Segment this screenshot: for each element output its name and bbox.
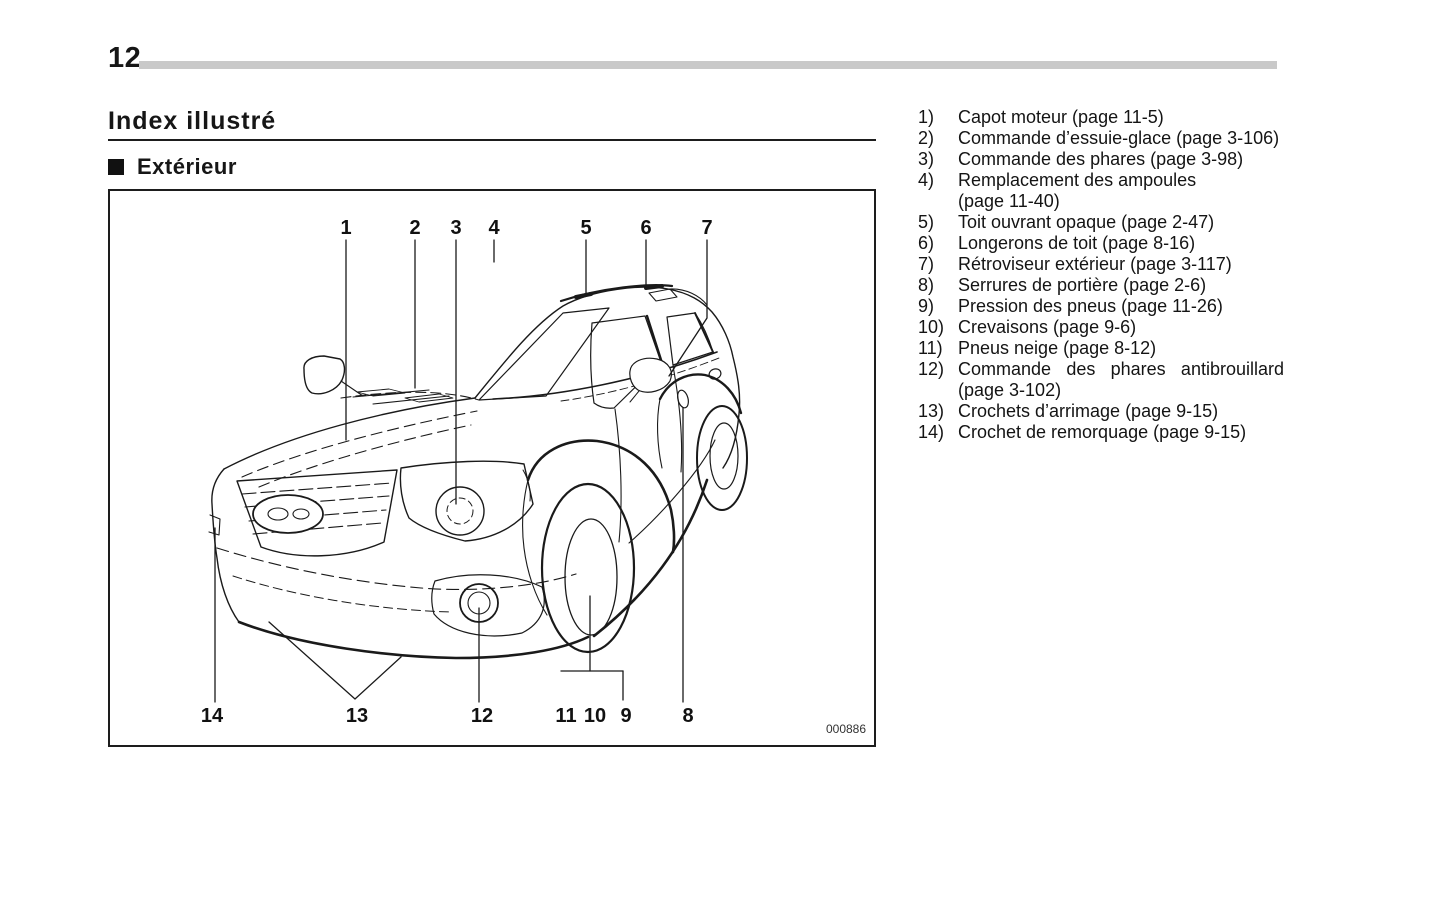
legend-item-number: 7) [918,254,935,274]
callout-13: 13 [346,705,368,727]
legend-list: 1) Capot moteur (page 11-5) 2) Commande … [918,107,1284,443]
section-label: Extérieur [137,154,237,179]
legend-item-4: 4) Remplacement des ampoules(page 11-40) [918,170,1284,212]
callout-12: 12 [471,705,493,727]
legend-item-text: Commande d’essuie-glace (page 3-106) [958,128,1280,148]
callout-9: 9 [620,705,631,727]
legend-item-1: 1) Capot moteur (page 11-5) [918,107,1284,128]
page-number: 12 [108,42,142,74]
callout-10: 10 [584,705,606,727]
legend-item-11: 11) Pneus neige (page 8-12) [918,338,1284,359]
legend-item-12: 12) Commande des phares antibrouillard(p… [918,359,1284,401]
callout-4: 4 [488,217,500,239]
legend-item-number: 14) [918,422,945,442]
legend-item-3: 3) Commande des phares (page 3-98) [918,149,1284,170]
legend-item-number: 12) [918,359,945,379]
legend-item-10: 10) Crevaisons (page 9-6) [918,317,1284,338]
legend-item-13: 13) Crochets d’arrimage (page 9-15) [918,401,1284,422]
legend-item-text: Longerons de toit (page 8-16) [958,233,1196,253]
title-underline [108,139,876,141]
legend-item-number: 2) [918,128,935,148]
exterior-illustration-frame: 1 2 3 4 5 6 7 14 13 12 11 10 9 8 000886 [108,189,876,747]
header-rule-bar [139,61,1277,69]
callout-11: 11 [555,705,576,727]
callout-8: 8 [682,705,693,727]
exterior-car-diagram: 1 2 3 4 5 6 7 14 13 12 11 10 9 8 000886 [201,217,866,736]
legend-item-number: 5) [918,212,935,232]
callout-14: 14 [201,705,224,727]
legend-item-number: 10) [918,317,945,337]
section-heading: Extérieur [108,154,237,180]
legend-item-text: Serrures de portière (page 2-6) [958,275,1207,295]
car-line-art [208,284,748,660]
callout-5: 5 [580,217,591,239]
legend-item-2: 2) Commande d’essuie-glace (page 3-106) [918,128,1284,149]
legend-item-14: 14) Crochet de remorquage (page 9-15) [918,422,1284,443]
legend-item-number: 3) [918,149,935,169]
legend-item-9: 9) Pression des pneus (page 11-26) [918,296,1284,317]
callout-6: 6 [640,217,651,239]
legend-item-number: 13) [918,401,945,421]
legend-item-text: Toit ouvrant opaque (page 2-47) [958,212,1215,232]
callout-2: 2 [409,217,420,239]
legend-item-text: Crochet de remorquage (page 9-15) [958,422,1247,442]
legend-item-5: 5) Toit ouvrant opaque (page 2-47) [918,212,1284,233]
legend-item-number: 1) [918,107,935,127]
legend-item-number: 4) [918,170,935,190]
callout-3: 3 [450,217,461,239]
figure-code: 000886 [826,722,866,736]
page-title: Index illustré [108,107,277,135]
leader-lines [214,239,708,703]
legend-item-text: Remplacement des ampoules(page 11-40) [958,170,1284,212]
legend-item-number: 11) [918,338,943,358]
callout-1: 1 [340,217,351,239]
legend-item-text-line2: (page 11-40) [958,191,1060,211]
callout-7: 7 [701,217,712,239]
callout-labels: 1 2 3 4 5 6 7 14 13 12 11 10 9 8 [201,217,713,727]
legend-item-text-line2: (page 3-102) [958,380,1062,400]
section-square-icon [108,159,124,175]
legend-item-text: Commande des phares (page 3-98) [958,149,1244,169]
legend-item-text: Pression des pneus (page 11-26) [958,296,1223,316]
legend-item-8: 8) Serrures de portière (page 2-6) [918,275,1284,296]
legend-item-6: 6) Longerons de toit (page 8-16) [918,233,1284,254]
legend-item-number: 8) [918,275,935,295]
legend-item-7: 7) Rétroviseur extérieur (page 3-117) [918,254,1284,275]
legend-item-text: Pneus neige (page 8-12) [958,338,1157,358]
legend-item-text: Commande des phares antibrouillard(page … [958,359,1284,400]
legend-item-text: Rétroviseur extérieur (page 3-117) [958,254,1232,274]
legend-item-text: Crevaisons (page 9-6) [958,317,1137,337]
legend-item-text: Crochets d’arrimage (page 9-15) [958,401,1219,421]
legend-item-number: 6) [918,233,935,253]
legend-item-text: Capot moteur (page 11-5) [958,107,1164,127]
legend-item-number: 9) [918,296,935,316]
